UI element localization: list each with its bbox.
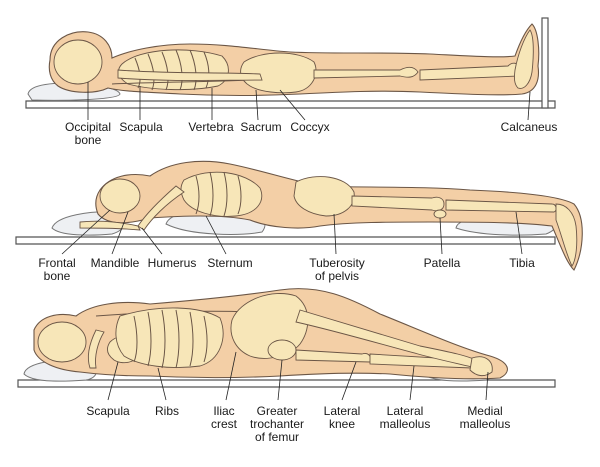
label-greater-trochanter: Greater trochanter of femur [249, 404, 305, 444]
label-frontal-bone: Frontal bone [38, 256, 76, 283]
label-sternum: Sternum [207, 256, 253, 270]
supine-pelvis [240, 52, 317, 94]
label-tibia: Tibia [509, 256, 535, 270]
prone-foot [555, 203, 578, 267]
label-sacrum: Sacrum [240, 120, 282, 134]
prone-skull [99, 178, 141, 214]
label-lateral-knee: Lateral knee [323, 404, 361, 431]
prone-ribcage [180, 171, 263, 217]
lateral-foot [469, 356, 493, 377]
prone-figure [15, 160, 583, 271]
label-medial-malleolus: Medial malleolus [459, 404, 511, 431]
supine-figure [25, 17, 556, 109]
prone-pelvis [293, 176, 355, 217]
label-vertebra: Vertebra [188, 120, 234, 134]
prone-body [95, 160, 583, 271]
label-mandible: Mandible [90, 256, 140, 270]
supine-foot [514, 29, 534, 89]
supine-femur [313, 66, 419, 79]
lateral-trochanter [267, 339, 297, 361]
label-ribs: Ribs [154, 404, 179, 418]
prone-patella [433, 209, 447, 219]
lateral-leaders [107, 351, 489, 401]
supine-mattress [25, 100, 556, 109]
label-occipital-bone: Occipital bone [64, 120, 111, 147]
label-patella: Patella [423, 256, 461, 270]
label-coccyx: Coccyx [290, 120, 330, 134]
label-lateral-malleolus: Lateral malleolus [379, 404, 431, 431]
lateral-figure [17, 288, 556, 388]
label-scapula-supine: Scapula [119, 120, 163, 134]
label-calcaneus: Calcaneus [500, 120, 558, 134]
lateral-skull [37, 321, 87, 363]
lateral-mattress [17, 379, 556, 388]
label-scapula-lateral: Scapula [86, 404, 130, 418]
supine-arm [117, 69, 263, 81]
supine-skull [53, 39, 103, 85]
lateral-ribcage [115, 307, 224, 368]
label-iliac-crest: Iliac crest [210, 404, 237, 431]
prone-mattress [15, 236, 556, 245]
label-tuberosity-of-pelvis: Tuberosity of pelvis [309, 256, 365, 283]
prone-ribs [195, 171, 242, 217]
lateral-arm [87, 329, 105, 369]
supine-footboard [541, 17, 549, 109]
prone-femur [351, 195, 445, 212]
lateral-ribs [133, 309, 208, 369]
supine-leaders [87, 82, 531, 121]
label-humerus: Humerus [147, 256, 197, 270]
prone-leaders [61, 209, 523, 255]
